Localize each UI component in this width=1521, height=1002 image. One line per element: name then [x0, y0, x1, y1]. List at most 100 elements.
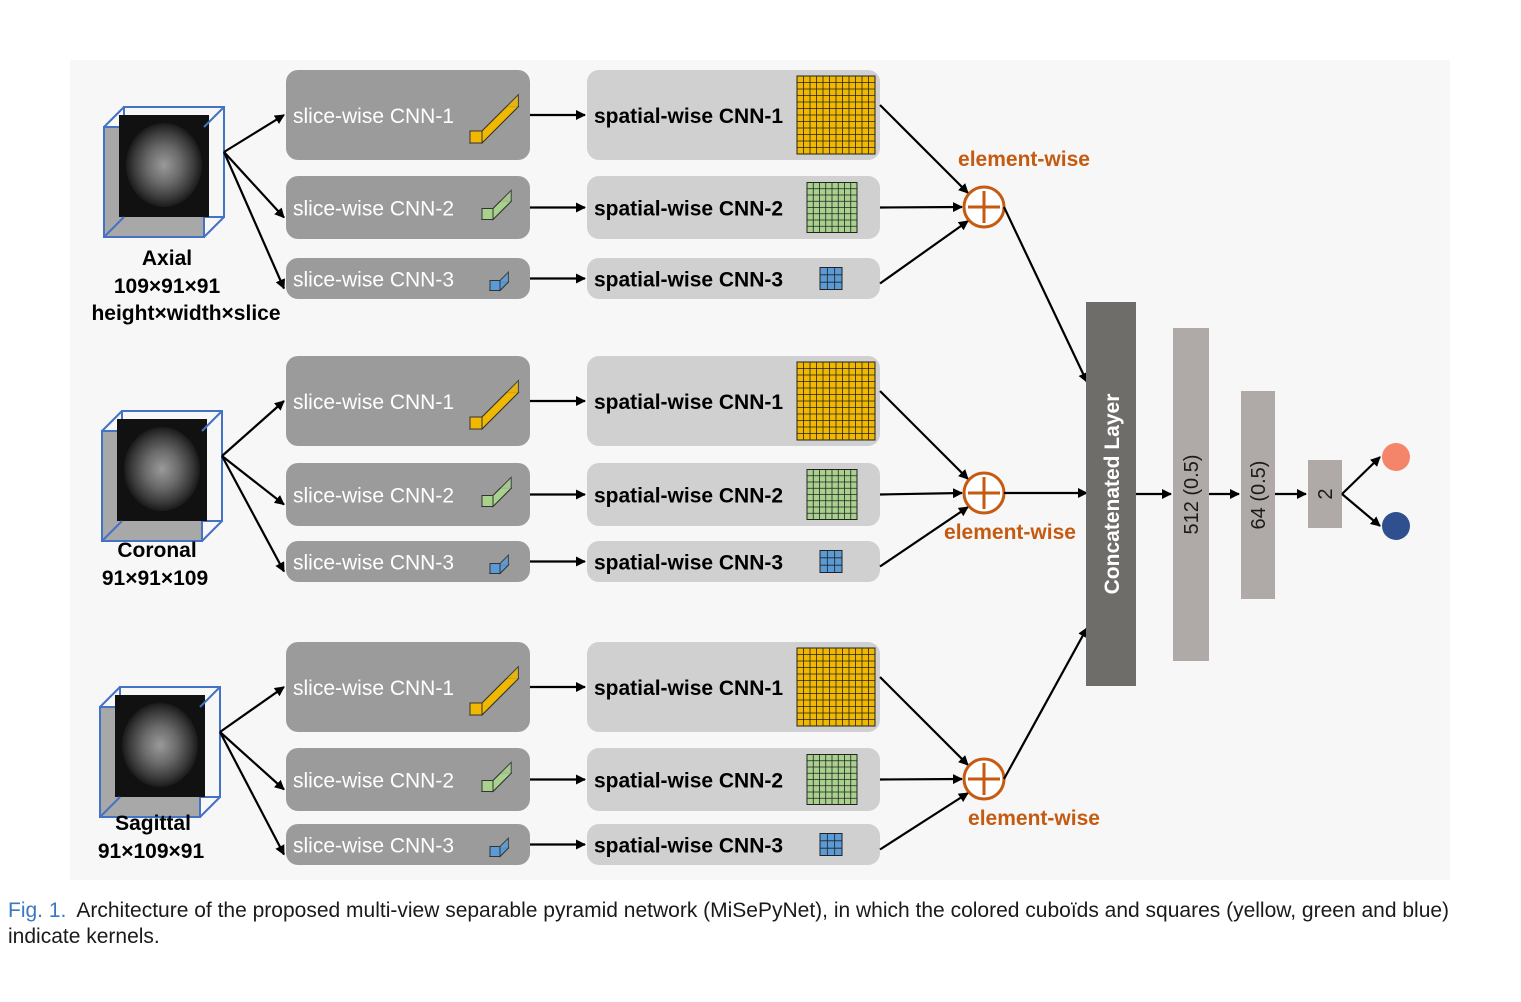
square-kernel-icon — [819, 550, 843, 573]
spatial-to-fusion-arrow — [879, 506, 969, 568]
output-node — [1382, 443, 1410, 471]
slice-wise-box — [286, 642, 530, 732]
slice-wise-label: slice-wise CNN-2 — [293, 770, 454, 793]
dense-layer-bar — [1308, 460, 1342, 528]
cube-edge — [201, 520, 223, 542]
brain-tissue — [126, 123, 202, 207]
cube-edge — [103, 106, 125, 128]
kernel-square — [819, 267, 843, 290]
view-name-label: Sagittal — [115, 812, 191, 835]
dense-layer-label: 512 (0.5) — [1181, 454, 1203, 534]
slice-wise-box — [286, 176, 530, 239]
square-kernel-icon — [796, 361, 876, 441]
fan-out-arrow — [221, 455, 285, 573]
fusion-to-concat-arrow — [1003, 206, 1088, 383]
cube-edge — [99, 796, 121, 818]
fan-out-arrow — [221, 400, 285, 457]
fan-out-arrow — [219, 686, 285, 733]
dense-layer-bar — [1173, 328, 1209, 661]
concatenated-layer-label: Concatenated Layer — [1101, 394, 1124, 595]
brain-tissue — [122, 703, 198, 787]
spatial-wise-box — [587, 541, 880, 582]
spatial-wise-label: spatial-wise CNN-2 — [594, 198, 783, 221]
view-dims-label: 91×91×109 — [102, 567, 208, 590]
spatial-wise-label: spatial-wise CNN-1 — [594, 677, 783, 700]
cuboid-kernel-end — [481, 780, 494, 792]
slice-wise-label: slice-wise CNN-1 — [293, 391, 454, 414]
slice-wise-label: slice-wise CNN-1 — [293, 105, 454, 128]
cuboid-kernel-end — [469, 416, 483, 430]
slice-wise-box — [286, 463, 530, 526]
square-kernel-icon — [806, 182, 858, 233]
fan-out-arrow — [219, 731, 285, 856]
cuboid-kernel-end — [481, 495, 494, 507]
square-kernel-icon — [806, 469, 858, 520]
fusion-to-concat-arrow — [1003, 627, 1088, 780]
spatial-to-fusion-arrow — [879, 202, 963, 213]
cube-edge — [199, 686, 221, 708]
spatial-wise-label: spatial-wise CNN-1 — [594, 105, 783, 128]
output-arrow — [1341, 456, 1381, 495]
slice-wise-box — [286, 258, 530, 299]
slice-wise-box — [286, 70, 530, 160]
square-kernel-icon — [796, 647, 876, 727]
spatial-wise-label: spatial-wise CNN-2 — [594, 770, 783, 793]
slice-wise-label: slice-wise CNN-2 — [293, 198, 454, 221]
dense-layer-bar — [1241, 391, 1275, 599]
cuboid-kernel-end — [489, 280, 501, 291]
cuboid-kernel-end — [481, 208, 494, 220]
spatial-to-fusion-arrow — [879, 774, 963, 785]
slice-wise-label: slice-wise CNN-3 — [293, 269, 454, 292]
view-name-label: Axial — [142, 247, 192, 270]
spatial-wise-label: spatial-wise CNN-3 — [594, 269, 783, 292]
fan-out-arrow — [223, 114, 285, 153]
spatial-wise-label: spatial-wise CNN-3 — [594, 552, 783, 575]
square-kernel-icon — [806, 754, 858, 805]
cube-edge — [199, 796, 221, 818]
cuboid-kernel-end — [489, 846, 501, 857]
element-wise-label: element-wise — [944, 521, 1076, 544]
caption-text: Architecture of the proposed multi-view … — [8, 899, 1450, 948]
cube-edge — [103, 216, 125, 238]
view-dims-desc-label: height×width×slice — [91, 302, 280, 325]
slice-wise-label: slice-wise CNN-2 — [293, 485, 454, 508]
element-wise-label: element-wise — [968, 807, 1100, 830]
cube-edge — [203, 106, 225, 128]
spatial-to-fusion-arrow — [879, 220, 969, 285]
fan-out-arrow — [222, 151, 286, 290]
element-wise-label: element-wise — [958, 148, 1090, 171]
spatial-to-fusion-arrow — [879, 676, 969, 766]
fan-out-arrow — [219, 731, 285, 791]
cube-edge — [101, 520, 123, 542]
cuboid-kernel-end — [489, 563, 501, 574]
fan-out-arrow — [223, 151, 285, 219]
architecture-diagram: Axial 109×91×91 height×width×slice slice-wi… — [91, 70, 1410, 865]
dense-layer-label: 2 — [1315, 488, 1337, 499]
concatenated-layer-bar — [1086, 302, 1136, 686]
cube-edge — [99, 686, 121, 708]
square-kernel-icon — [819, 267, 843, 290]
slice-wise-label: slice-wise CNN-3 — [293, 552, 454, 575]
slice-wise-label: slice-wise CNN-3 — [293, 835, 454, 858]
cuboid-kernel-end — [469, 130, 483, 144]
brain-tissue — [124, 427, 200, 511]
spatial-to-fusion-arrow — [879, 390, 969, 480]
figure-caption: Fig. 1.Architecture of the proposed mult… — [8, 898, 1508, 950]
spatial-wise-label: spatial-wise CNN-2 — [594, 485, 783, 508]
slice-wise-box — [286, 356, 530, 446]
output-arrow — [1341, 493, 1381, 527]
view-name-label: Coronal — [117, 539, 196, 562]
slice-wise-box — [286, 748, 530, 811]
cube-edge — [101, 410, 123, 432]
kernel-square — [819, 550, 843, 573]
spatial-wise-label: spatial-wise CNN-1 — [594, 391, 783, 414]
cube-edge — [201, 410, 223, 432]
spatial-to-fusion-arrow — [879, 488, 963, 499]
view-dims-label: 91×109×91 — [98, 840, 205, 863]
kernel-square — [819, 833, 843, 856]
view-dims-label: 109×91×91 — [114, 275, 221, 298]
slice-wise-label: slice-wise CNN-1 — [293, 677, 454, 700]
spatial-wise-label: spatial-wise CNN-3 — [594, 835, 783, 858]
fan-out-arrow — [221, 455, 285, 506]
spatial-wise-box — [587, 258, 880, 299]
